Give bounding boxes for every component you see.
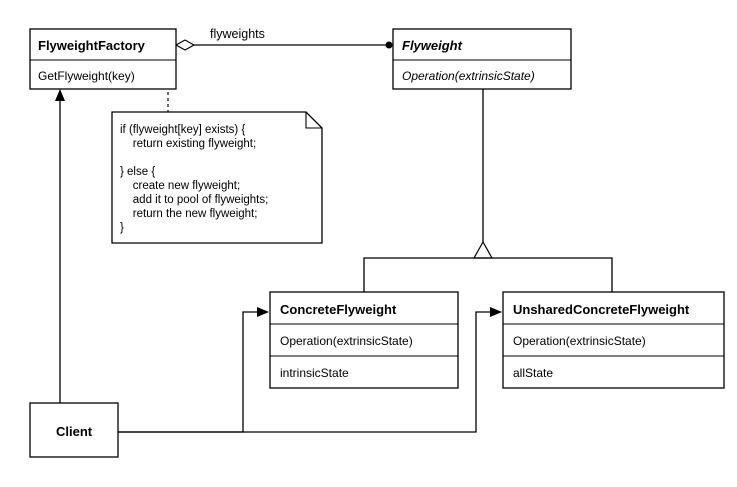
- pseudocode-note: if (flyweight[key] exists) { return exis…: [111, 111, 323, 244]
- unshared-concrete-flyweight-class[interactable]: UnsharedConcreteFlyweight Operation(extr…: [502, 291, 725, 389]
- client-name: Client: [56, 424, 93, 439]
- intrinsic-state-attribute: intrinsicState: [280, 366, 349, 380]
- unshared-operation: Operation(extrinsicState): [513, 334, 646, 348]
- client-class[interactable]: Client: [29, 402, 119, 458]
- flyweight-name: Flyweight: [402, 38, 463, 53]
- multiplicity-dot-icon: [385, 41, 393, 49]
- flyweight-class[interactable]: Flyweight Operation(extrinsicState): [392, 28, 572, 90]
- aggregation-flyweights: flyweights: [174, 27, 393, 51]
- client-to-factory: [55, 89, 65, 403]
- client-to-concrete: [118, 307, 269, 433]
- concrete-flyweight-class[interactable]: ConcreteFlyweight Operation(extrinsicSta…: [269, 291, 459, 389]
- arrowhead-icon: [55, 89, 65, 101]
- flyweights-label: flyweights: [210, 27, 265, 41]
- flyweight-factory-name: FlyweightFactory: [38, 38, 146, 53]
- get-flyweight-operation: GetFlyweight(key): [38, 69, 135, 83]
- all-state-attribute: allState: [513, 366, 553, 380]
- inheritance-branches: [363, 257, 613, 292]
- flyweight-factory-class[interactable]: FlyweightFactory GetFlyweight(key): [29, 28, 177, 90]
- aggregation-diamond-icon: [174, 39, 196, 51]
- arrowhead-icon: [490, 307, 502, 317]
- concrete-operation: Operation(extrinsicState): [280, 334, 413, 348]
- client-to-unshared: [118, 307, 502, 433]
- client-unshared-line: [118, 311, 491, 433]
- note-fold-icon: [305, 112, 322, 129]
- arrowhead-icon: [257, 307, 269, 317]
- concrete-flyweight-name: ConcreteFlyweight: [280, 302, 397, 317]
- note-line: if (flyweight[key] exists) {: [120, 124, 245, 136]
- unshared-concrete-flyweight-name: UnsharedConcreteFlyweight: [513, 302, 690, 317]
- client-concrete-line: [118, 311, 258, 433]
- note-line: add it to pool of flyweights;: [120, 194, 268, 206]
- note-line: return existing flyweight;: [120, 138, 256, 150]
- note-line: } else {: [120, 166, 155, 178]
- note-line: }: [120, 222, 124, 234]
- inheritance-triangle-icon: [472, 240, 494, 259]
- note-box: [111, 111, 323, 244]
- note-line: create new flyweight;: [120, 180, 240, 192]
- note-line: return the new flyweight;: [120, 208, 257, 220]
- inheritance-tree: [363, 88, 613, 292]
- flyweight-operation: Operation(extrinsicState): [402, 69, 535, 83]
